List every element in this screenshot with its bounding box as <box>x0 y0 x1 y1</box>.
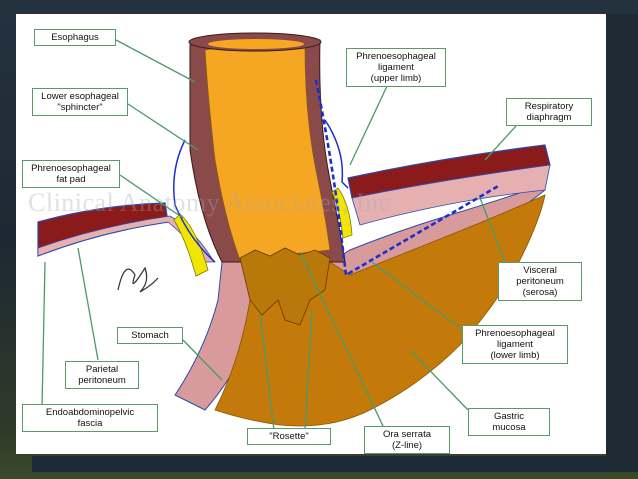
label-endoabdominopelvic-fascia: Endoabdominopelvic fascia <box>22 404 158 432</box>
label-gastric-mucosa: Gastric mucosa <box>468 408 550 436</box>
left-fat-pad <box>173 213 209 277</box>
label-pe-fat-pad: Phrenoesophageal fat pad <box>22 160 120 188</box>
label-visceral-peritoneum: Visceral peritoneum (serosa) <box>498 262 582 301</box>
watermark-text: Clinical Anatomy Associates, Inc <box>28 188 391 217</box>
signature-mark <box>117 266 159 293</box>
label-pe-ligament-lower: Phrenoesophageal ligament (lower limb) <box>462 325 568 364</box>
label-ora-serrata: Ora serrata (Z-line) <box>364 426 450 454</box>
gastric-mucosa-region <box>214 194 546 427</box>
label-respiratory-diaphragm: Respiratory diaphragm <box>506 98 592 126</box>
bottom-strip <box>32 456 606 472</box>
esophagus-opening-inner <box>208 39 304 49</box>
ligament-dotted <box>314 79 501 278</box>
label-stomach: Stomach <box>117 327 183 344</box>
label-pe-ligament-upper: Phrenoesophageal ligament (upper limb) <box>346 48 446 87</box>
label-parietal-peritoneum: Parietal peritoneum <box>65 361 139 389</box>
leader-lines <box>41 39 517 431</box>
left-ligament-line <box>173 139 216 263</box>
label-esophagus: Esophagus <box>34 29 116 46</box>
right-ligament-line <box>324 119 349 189</box>
label-lower-sphincter: Lower esophageal "sphincter" <box>32 88 128 116</box>
label-rosette: "Rosette" <box>247 428 331 445</box>
side-strip <box>606 14 638 472</box>
right-peritoneum-layer <box>351 164 551 226</box>
